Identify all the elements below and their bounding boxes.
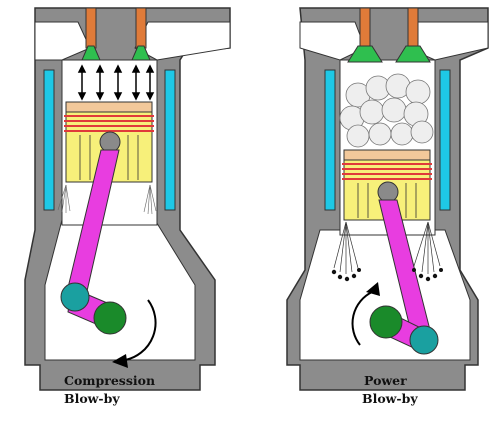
wrist-pin bbox=[377, 181, 399, 203]
valve-head-right bbox=[131, 45, 151, 61]
power-caption-line2: Blow-by bbox=[362, 391, 418, 406]
blow-by-spray-left bbox=[57, 184, 71, 213]
piston-crown bbox=[65, 101, 153, 113]
compression-caption-line1: Compression bbox=[64, 373, 155, 388]
valve-head-left bbox=[81, 45, 101, 61]
piston-rings bbox=[64, 115, 154, 132]
crank-pin bbox=[60, 282, 90, 312]
crankcase-cavity bbox=[299, 229, 471, 361]
valve-head-right bbox=[395, 45, 431, 63]
power-caption-line1: Power bbox=[364, 373, 407, 388]
blow-by-droplets-left bbox=[331, 268, 361, 282]
power-panel: Power Blow-by bbox=[286, 7, 489, 406]
compression-panel: Compression Blow-by bbox=[24, 7, 231, 406]
rotation-arrow bbox=[124, 299, 157, 361]
blow-by-droplets-right bbox=[412, 268, 443, 282]
coolant-jacket-right bbox=[439, 69, 451, 211]
intake-port bbox=[34, 21, 91, 61]
valve-stem-left bbox=[359, 7, 371, 49]
blow-by-spray-right bbox=[413, 221, 441, 274]
coolant-jacket-right bbox=[164, 69, 176, 211]
compression-arrows bbox=[77, 64, 155, 101]
coolant-jacket-left bbox=[43, 69, 55, 211]
valve-stem-right bbox=[407, 7, 419, 49]
crankshaft-main bbox=[93, 301, 127, 335]
valve-stem-right bbox=[135, 7, 147, 49]
crankshaft-main bbox=[369, 305, 403, 339]
crank-pin bbox=[409, 325, 439, 355]
piston-skirt-lines bbox=[357, 183, 417, 218]
combustion-cloud bbox=[339, 73, 434, 148]
valve-head-left bbox=[347, 45, 383, 63]
rotation-arrow bbox=[351, 291, 373, 346]
piston-skirt-lines bbox=[79, 135, 139, 180]
blow-by-spray-right bbox=[143, 184, 157, 215]
exhaust-port bbox=[134, 21, 231, 61]
piston-rings bbox=[342, 163, 432, 180]
coolant-jacket-left bbox=[324, 69, 336, 211]
rotation-arrowhead bbox=[366, 282, 380, 296]
valve-stem-left bbox=[85, 7, 97, 49]
piston-crown bbox=[343, 149, 431, 161]
wrist-pin bbox=[99, 131, 121, 153]
compression-caption-line2: Blow-by bbox=[64, 391, 120, 406]
blow-by-spray-left bbox=[333, 221, 359, 274]
rotation-arrowhead bbox=[112, 354, 128, 368]
